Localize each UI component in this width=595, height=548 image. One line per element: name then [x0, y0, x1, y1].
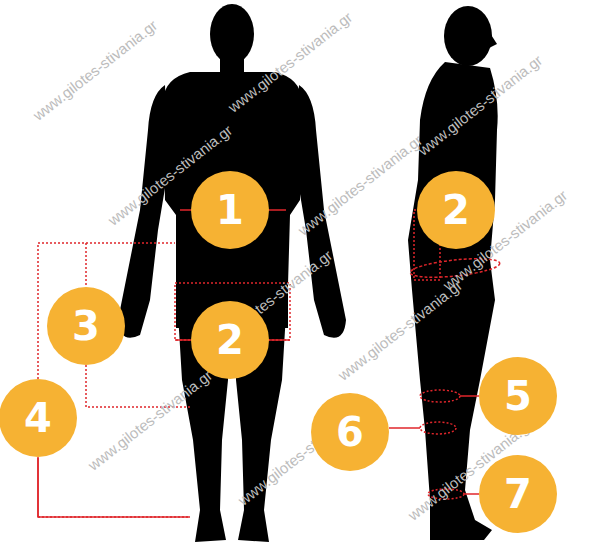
- callout-circle: 2: [417, 171, 495, 249]
- circle-fill: [311, 393, 389, 471]
- callout-circle: 1: [191, 171, 269, 249]
- callout-number: 2: [417, 171, 495, 249]
- front-silhouette: [118, 4, 346, 542]
- circle-fill: [479, 455, 557, 533]
- callout-number: 7: [479, 455, 557, 533]
- circle-fill: [479, 357, 557, 435]
- callout-circle: 2: [191, 301, 269, 379]
- circle-fill: [191, 301, 269, 379]
- circle-fill: [47, 287, 125, 365]
- callout-number: 5: [479, 357, 557, 435]
- callout-circle: 4: [0, 379, 77, 457]
- circle-fill: [191, 171, 269, 249]
- callout-number: 3: [47, 287, 125, 365]
- callout-circle: 5: [479, 357, 557, 435]
- watermark: www.gilotes-stivania.gr: [30, 16, 161, 123]
- callout-number: 4: [0, 379, 77, 457]
- callout-number: 6: [311, 393, 389, 471]
- callout-number: 2: [191, 301, 269, 379]
- callout-circle: 6: [311, 393, 389, 471]
- callout-circle: 7: [479, 455, 557, 533]
- circle-fill: [0, 379, 77, 457]
- callout-number: 1: [191, 171, 269, 249]
- measure-lines: [38, 210, 501, 517]
- circle-fill: [417, 171, 495, 249]
- callout-circle: 3: [47, 287, 125, 365]
